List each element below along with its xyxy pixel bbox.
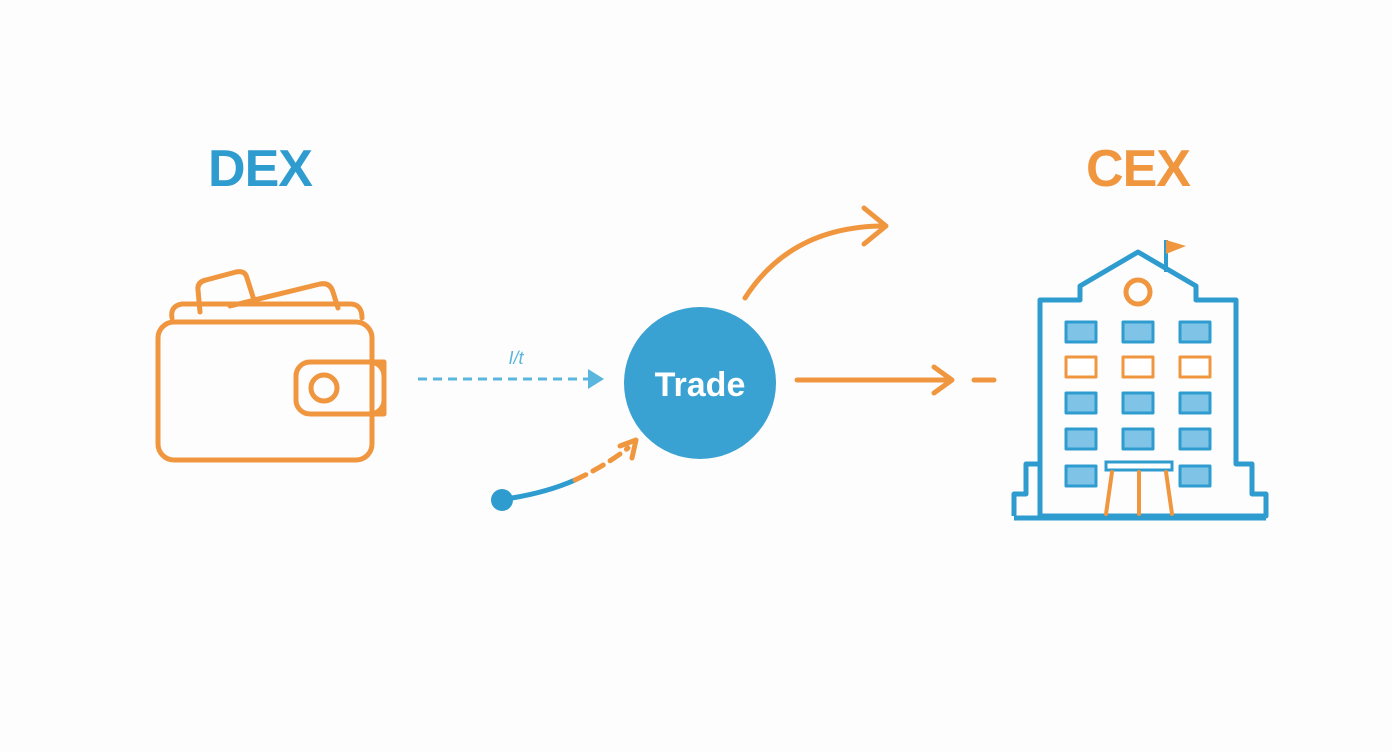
bank-building-icon	[1011, 240, 1269, 521]
trade-to-cex-arrow	[794, 364, 997, 396]
incoming-curve-arrow	[491, 437, 639, 511]
trade-label: Trade	[655, 366, 746, 404]
trade-upward-arrow	[742, 205, 889, 301]
dex-to-trade-arrow	[418, 369, 604, 389]
trade-node: Trade	[624, 307, 776, 459]
wallet-icon	[155, 269, 387, 463]
dex-title: DEX	[208, 140, 313, 198]
cex-title: CEX	[1086, 140, 1191, 198]
edge-label: I/t	[508, 348, 524, 368]
